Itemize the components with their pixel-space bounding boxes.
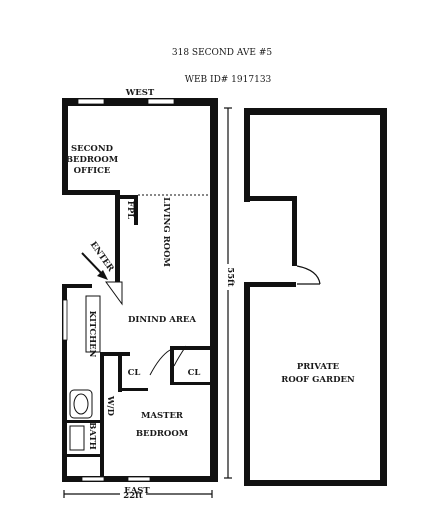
length-dimension: [224, 107, 232, 479]
label-width: 22ft: [123, 491, 142, 501]
label-roof-2: ROOF GARDEN: [281, 375, 355, 385]
kitchen-counter: [85, 295, 101, 353]
label-enter: ENTER: [88, 240, 116, 274]
address-title: 318 SECOND AVE #5: [172, 48, 273, 58]
label-wd: W/D: [105, 395, 115, 417]
web-id: WEB ID# 1917133: [185, 75, 272, 85]
label-length: 55ft: [225, 267, 235, 286]
label-fpl: FPL: [125, 201, 135, 219]
label-east: EAST: [124, 486, 150, 496]
label-second-bedroom-3: OFFICE: [74, 166, 111, 176]
roof-garden-walls: [244, 108, 387, 486]
label-master-1: MASTER: [141, 411, 184, 421]
label-dining-area: DININD AREA: [128, 315, 196, 325]
windows: [62, 98, 175, 482]
roof-door-swing: [296, 265, 321, 285]
label-closet-left: CL: [128, 368, 141, 378]
enter-arrow: [81, 252, 108, 280]
label-bath: BATH: [87, 422, 97, 450]
label-west: WEST: [125, 88, 155, 98]
label-kitchen: KITCHEN: [87, 311, 97, 358]
door-swings: [105, 281, 187, 376]
label-roof-1: PRIVATE: [297, 362, 340, 372]
label-second-bedroom-1: SECOND: [71, 144, 114, 154]
label-living-room: LIVING ROOM: [161, 197, 171, 267]
label-master-2: BEDROOM: [136, 429, 189, 439]
label-closet-right: CL: [188, 368, 201, 378]
bath-fixtures: [69, 389, 93, 451]
label-second-bedroom-2: BEDROOM: [66, 155, 119, 165]
